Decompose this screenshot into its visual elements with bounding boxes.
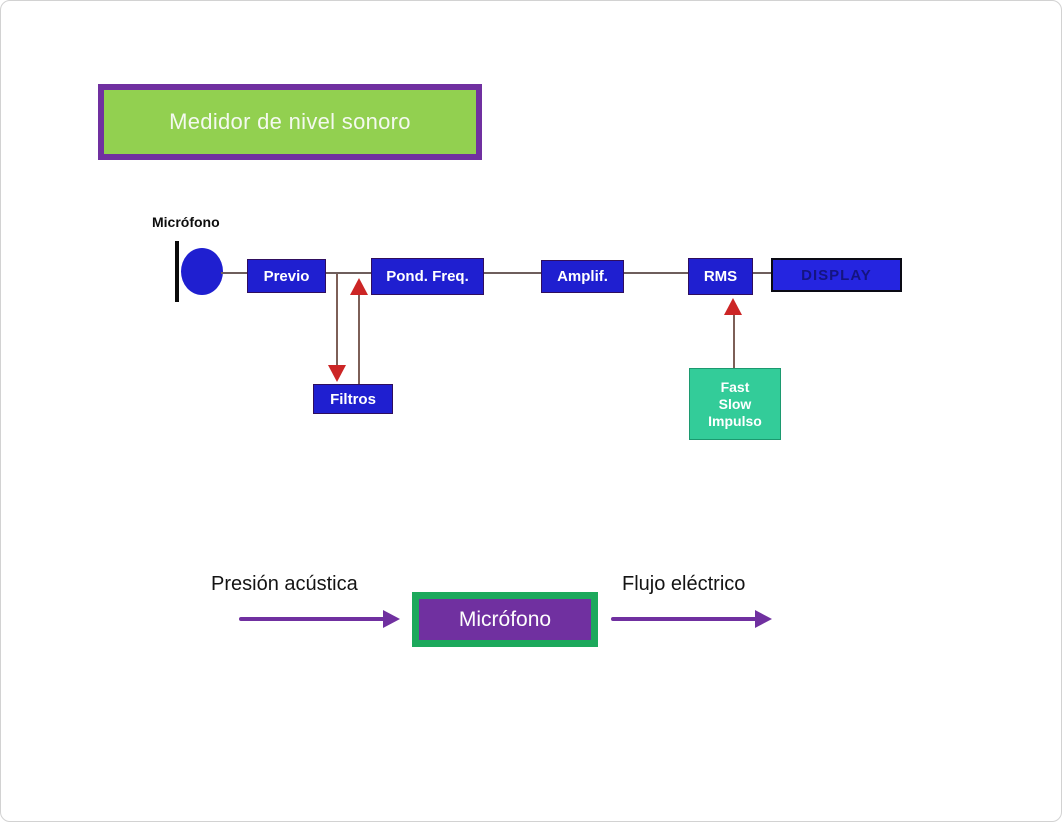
arrow-input-line bbox=[239, 617, 385, 621]
node-display: DISPLAY bbox=[771, 258, 902, 292]
electric-flow-label: Flujo eléctrico bbox=[622, 573, 746, 595]
microphone-label: Micrófono bbox=[152, 214, 220, 230]
connector-chain-filtros bbox=[336, 274, 338, 365]
connector-rms-display bbox=[753, 272, 771, 274]
connector-pond-amplif bbox=[484, 272, 541, 274]
connector-amplif-rms bbox=[624, 272, 688, 274]
microphone-transducer-box: Micrófono bbox=[412, 592, 598, 647]
arrow-output-line bbox=[611, 617, 757, 621]
node-pond-freq: Pond. Freq. bbox=[371, 258, 484, 295]
node-previo-label: Previo bbox=[263, 267, 310, 285]
page-title: Medidor de nivel sonoro bbox=[169, 109, 411, 134]
connector-previo-pond bbox=[326, 272, 371, 274]
node-filtros-label: Filtros bbox=[330, 390, 376, 408]
arrow-up-rms-icon bbox=[724, 298, 742, 315]
arrow-down-filtros-icon bbox=[328, 365, 346, 382]
node-amplif-label: Amplif. bbox=[557, 268, 608, 285]
node-rms: RMS bbox=[688, 258, 753, 295]
node-filtros: Filtros bbox=[313, 384, 393, 414]
node-amplif: Amplif. bbox=[541, 260, 624, 293]
connector-mic-previo bbox=[221, 272, 247, 274]
connector-detector-rms bbox=[733, 314, 735, 368]
node-previo: Previo bbox=[247, 259, 326, 293]
node-display-label: DISPLAY bbox=[801, 266, 872, 284]
microphone-icon bbox=[175, 241, 179, 302]
title-box: Medidor de nivel sonoro bbox=[98, 84, 482, 160]
node-detector-modes: Fast Slow Impulso bbox=[689, 368, 781, 440]
microphone-transducer-label: Micrófono bbox=[458, 607, 552, 631]
arrow-input-head-icon bbox=[383, 610, 400, 628]
node-rms-label: RMS bbox=[703, 268, 738, 285]
detector-line-slow: Slow bbox=[718, 395, 752, 412]
acoustic-pressure-label: Presión acústica bbox=[211, 573, 358, 595]
connector-filtros-chain bbox=[358, 295, 360, 384]
detector-line-fast: Fast bbox=[720, 378, 750, 395]
microphone-capsule-icon bbox=[181, 248, 223, 295]
node-pond-freq-label: Pond. Freq. bbox=[386, 268, 469, 285]
arrow-up-chain-icon bbox=[350, 278, 368, 295]
arrow-output-head-icon bbox=[755, 610, 772, 628]
detector-line-impulso: Impulso bbox=[708, 412, 762, 429]
